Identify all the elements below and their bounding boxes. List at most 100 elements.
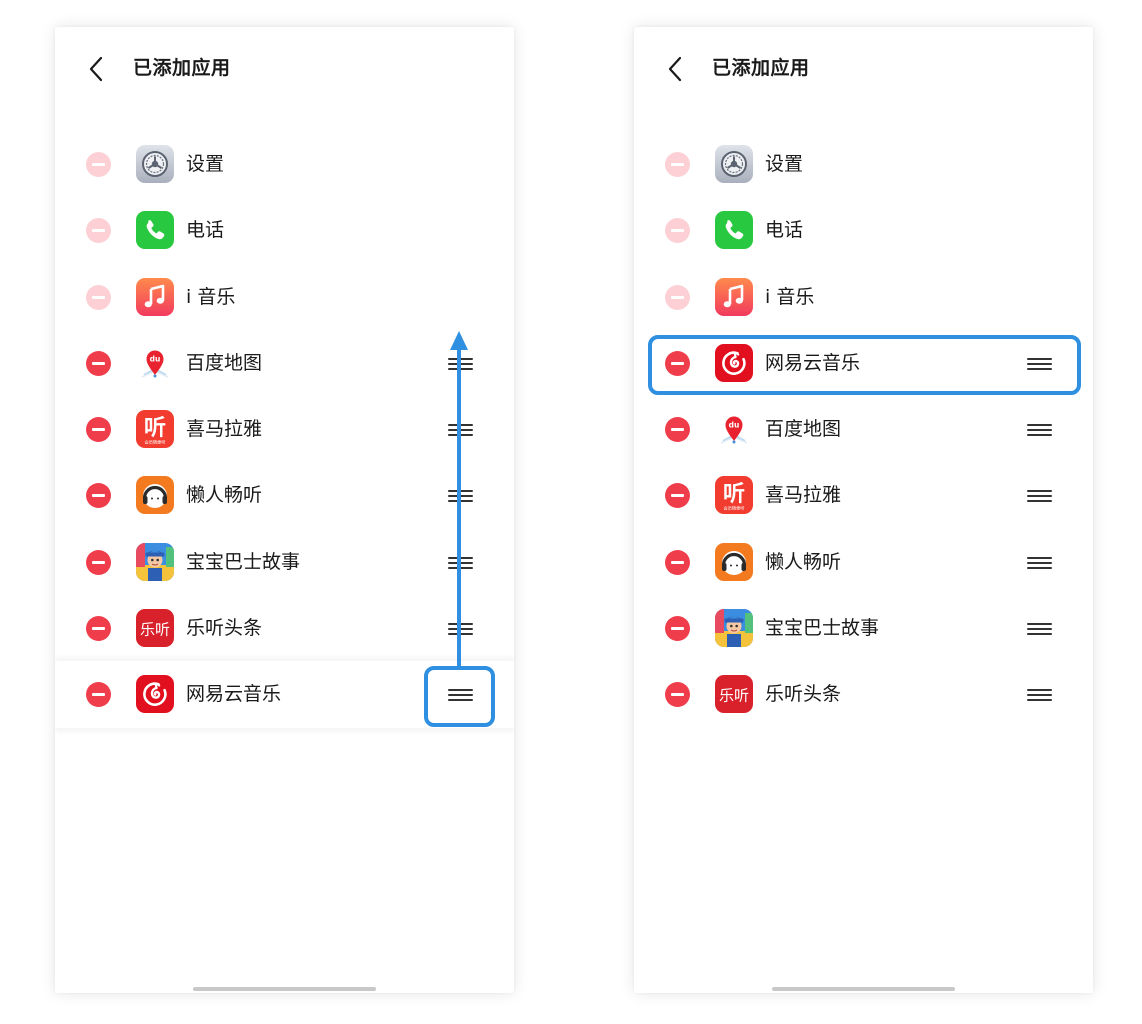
app-row[interactable]: 设置 — [55, 131, 514, 197]
app-name: 电话 — [186, 219, 225, 242]
drag-handle-icon[interactable] — [1027, 554, 1052, 570]
remove-app-button[interactable] — [86, 682, 111, 708]
remove-app-button[interactable] — [665, 483, 690, 509]
remove-app-button[interactable] — [86, 616, 111, 642]
app-row[interactable]: 懒人畅听 — [634, 529, 1093, 595]
leting-icon: 乐听 — [715, 675, 753, 714]
settings-gear-icon — [136, 145, 174, 183]
remove-app-button[interactable] — [86, 549, 111, 575]
app-name: 乐听头条 — [186, 617, 263, 640]
app-name: 百度地图 — [765, 418, 842, 441]
settings-gear-icon — [715, 145, 753, 183]
app-row[interactable]: 网易云音乐 — [634, 330, 1093, 396]
lanren-headphone-icon — [715, 542, 753, 581]
music-note-icon — [715, 277, 753, 316]
back-button[interactable] — [664, 54, 688, 84]
drag-handle-icon[interactable] — [1027, 686, 1052, 702]
leting-icon: 乐听 — [136, 609, 174, 648]
baidu-map-icon: du — [136, 343, 174, 382]
baidu-map-icon: du — [715, 410, 753, 449]
app-name: 乐听头条 — [765, 683, 842, 706]
app-name: 电话 — [765, 219, 804, 242]
svg-text:乐听: 乐听 — [719, 687, 749, 705]
remove-app-button[interactable] — [86, 417, 111, 443]
app-name: i 音乐 — [186, 285, 236, 308]
back-button[interactable] — [85, 54, 109, 84]
netease-music-icon — [136, 675, 174, 714]
page-title: 已添加应用 — [133, 57, 231, 79]
app-row[interactable]: 懒人畅听 — [55, 462, 514, 528]
drag-handle-icon[interactable] — [1027, 620, 1052, 636]
drag-handle-icon[interactable] — [1027, 487, 1052, 503]
app-row[interactable]: 电话 — [55, 197, 514, 263]
app-name: 百度地图 — [186, 351, 263, 374]
added-apps-list: 设置电话 i 音乐 du 百度地图听会员随便听 喜马拉雅懒人畅听宝宝巴士故事乐听乐听头条… — [55, 131, 514, 728]
remove-app-button[interactable] — [665, 682, 690, 708]
page-title: 已添加应用 — [712, 57, 810, 79]
drag-up-arrow-head — [450, 331, 468, 350]
app-name: 宝宝巴士故事 — [186, 550, 301, 573]
drag-handle-icon[interactable] — [1027, 355, 1052, 371]
app-name: 喜马拉雅 — [186, 418, 263, 441]
back-arrow-icon — [89, 56, 103, 82]
header: 已添加应用 — [634, 27, 1093, 107]
app-row[interactable]: 设置 — [634, 131, 1093, 197]
svg-text:du: du — [150, 354, 161, 363]
remove-app-button — [86, 218, 111, 244]
app-row[interactable]: 听会员随便听喜马拉雅 — [634, 462, 1093, 528]
remove-app-button — [665, 218, 690, 244]
babybus-icon — [715, 609, 753, 648]
app-row[interactable]: du 百度地图 — [55, 330, 514, 396]
app-row[interactable]: 听会员随便听 喜马拉雅 — [55, 396, 514, 462]
lanren-headphone-icon — [136, 476, 174, 515]
svg-text:听: 听 — [723, 482, 745, 507]
svg-text:会员随便听: 会员随便听 — [145, 439, 166, 446]
app-row[interactable]: 宝宝巴士故事 — [55, 529, 514, 595]
app-name: 设置 — [765, 153, 804, 175]
home-indicator — [193, 987, 376, 991]
music-note-icon — [136, 277, 174, 316]
header: 已添加应用 — [55, 27, 514, 107]
left-phone-screen: 已添加应用 设置电话 i 音乐 du 百度地图听会员随便听 喜马拉雅懒人畅听宝宝巴士故事… — [55, 27, 514, 993]
drag-handle-highlight — [424, 666, 495, 727]
drag-up-arrow — [457, 345, 461, 667]
app-row[interactable]: 乐听乐听头条 — [634, 661, 1093, 727]
netease-music-icon — [715, 343, 753, 382]
phone-icon — [136, 211, 174, 250]
svg-text:听: 听 — [144, 416, 166, 441]
phone-icon — [715, 211, 753, 250]
remove-app-button[interactable] — [665, 616, 690, 642]
remove-app-button[interactable] — [665, 350, 690, 376]
app-row[interactable]: i 音乐 — [634, 264, 1093, 330]
svg-text:du: du — [729, 421, 740, 430]
drag-handle-icon[interactable] — [448, 686, 473, 702]
remove-app-button — [86, 284, 111, 310]
svg-text:乐听: 乐听 — [140, 621, 170, 639]
remove-app-button — [665, 152, 690, 177]
remove-app-button[interactable] — [86, 350, 111, 376]
remove-app-button[interactable] — [665, 549, 690, 575]
svg-text:会员随便听: 会员随便听 — [724, 505, 745, 512]
remove-app-button — [86, 152, 111, 177]
app-row[interactable]: 网易云音乐 — [55, 661, 514, 728]
app-row[interactable]: 宝宝巴士故事 — [634, 595, 1093, 661]
remove-app-button — [665, 284, 690, 310]
app-row[interactable]: i 音乐 — [55, 264, 514, 330]
app-row[interactable]: 电话 — [634, 197, 1093, 263]
remove-app-button[interactable] — [86, 483, 111, 509]
remove-app-button[interactable] — [665, 417, 690, 443]
app-row[interactable]: 乐听乐听头条 — [55, 595, 514, 661]
app-name: 网易云音乐 — [765, 351, 861, 374]
ximalaya-icon: 听会员随便听 — [715, 476, 753, 515]
app-name: 喜马拉雅 — [765, 484, 842, 507]
app-name: 懒人畅听 — [186, 484, 263, 507]
home-indicator — [772, 987, 955, 991]
app-name: 网易云音乐 — [186, 683, 282, 706]
app-name: 宝宝巴士故事 — [765, 617, 880, 640]
back-arrow-icon — [668, 56, 682, 82]
app-row[interactable]: du 百度地图 — [634, 396, 1093, 462]
app-name: i 音乐 — [765, 285, 815, 308]
drag-handle-icon[interactable] — [1027, 421, 1052, 437]
